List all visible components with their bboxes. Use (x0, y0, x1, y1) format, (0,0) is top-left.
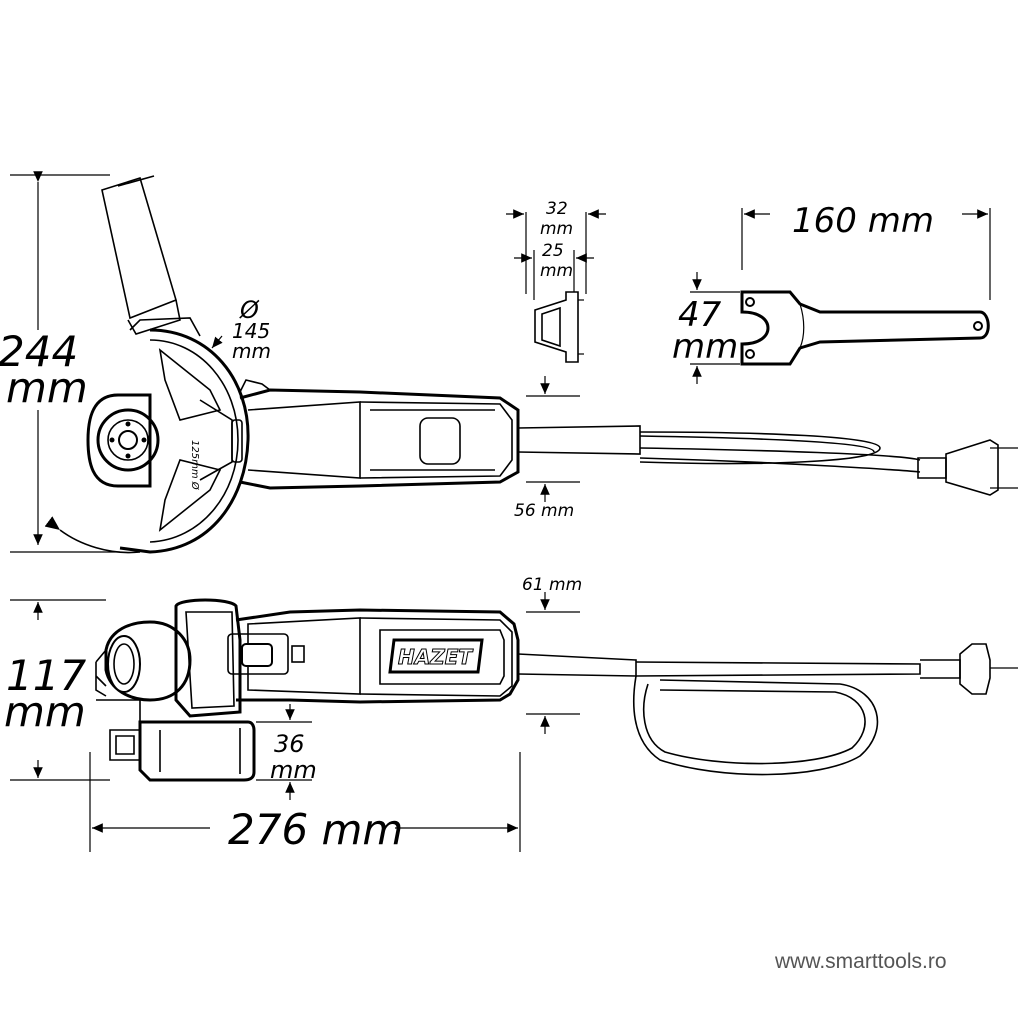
flange-outer-value: 32 (546, 199, 568, 219)
grinder-top-view: 125mm Ø (44, 175, 1018, 554)
disc-unit: mm (232, 339, 271, 363)
lock-button (227, 633, 289, 675)
height-value: 244 (0, 327, 78, 376)
spindle-flange (96, 408, 160, 472)
switch (419, 417, 461, 465)
guard-outline (119, 328, 250, 554)
grinder-side-view: HAZET (95, 598, 1018, 782)
rotation-arrow (44, 516, 141, 554)
flange-inner-value: 25 (542, 241, 564, 261)
dim-flange: 32 mm 25 mm (506, 199, 606, 300)
flange-nut (534, 291, 584, 363)
side-handle (101, 176, 177, 320)
cord-strain-relief (517, 425, 641, 455)
dim-height: 244 mm (0, 171, 120, 553)
dim-grip-side: 61 mm (522, 575, 582, 734)
cord-strain-relief-side (517, 653, 637, 677)
flange-outer-unit: mm (540, 219, 573, 239)
disc-symbol: Ø (239, 296, 260, 324)
height-unit: mm (6, 363, 88, 412)
guard-unit: mm (270, 756, 317, 784)
gear-head (86, 393, 152, 488)
motor-side (235, 608, 520, 704)
guard-side (138, 720, 256, 782)
dim-length: 276 mm (89, 752, 521, 854)
pin-wrench (740, 290, 990, 366)
depth-value: 117 (6, 651, 86, 700)
dim-guard: 36 mm (256, 704, 317, 800)
dim-grip-top: 56 mm (514, 376, 580, 521)
gear-head-side (174, 598, 242, 718)
watermark: www.smarttools.ro (775, 950, 947, 973)
brand-logo: HAZET (398, 645, 473, 669)
length-value: 276 mm (228, 805, 403, 854)
wrench-width-value: 47 (678, 295, 722, 335)
dim-disc: Ø 145 mm (211, 296, 271, 363)
wrench-width-unit: mm (672, 327, 738, 367)
plug-top (917, 457, 947, 479)
depth-unit: mm (4, 687, 86, 736)
flange-inner-unit: mm (540, 261, 573, 281)
disc-value: 145 (232, 319, 270, 343)
grip-top-value: 56 mm (514, 501, 574, 521)
guard-value: 36 (274, 730, 305, 758)
grip-side-value: 61 mm (522, 575, 582, 595)
guard-marking: 125mm Ø (189, 440, 201, 491)
dim-depth: 117 mm (4, 599, 110, 781)
dim-wrench: 160 mm 47 mm (672, 201, 991, 384)
motor-housing (239, 388, 520, 490)
wrench-length: 160 mm (792, 201, 934, 241)
plug-side (920, 659, 961, 679)
logo-plate (388, 638, 484, 674)
